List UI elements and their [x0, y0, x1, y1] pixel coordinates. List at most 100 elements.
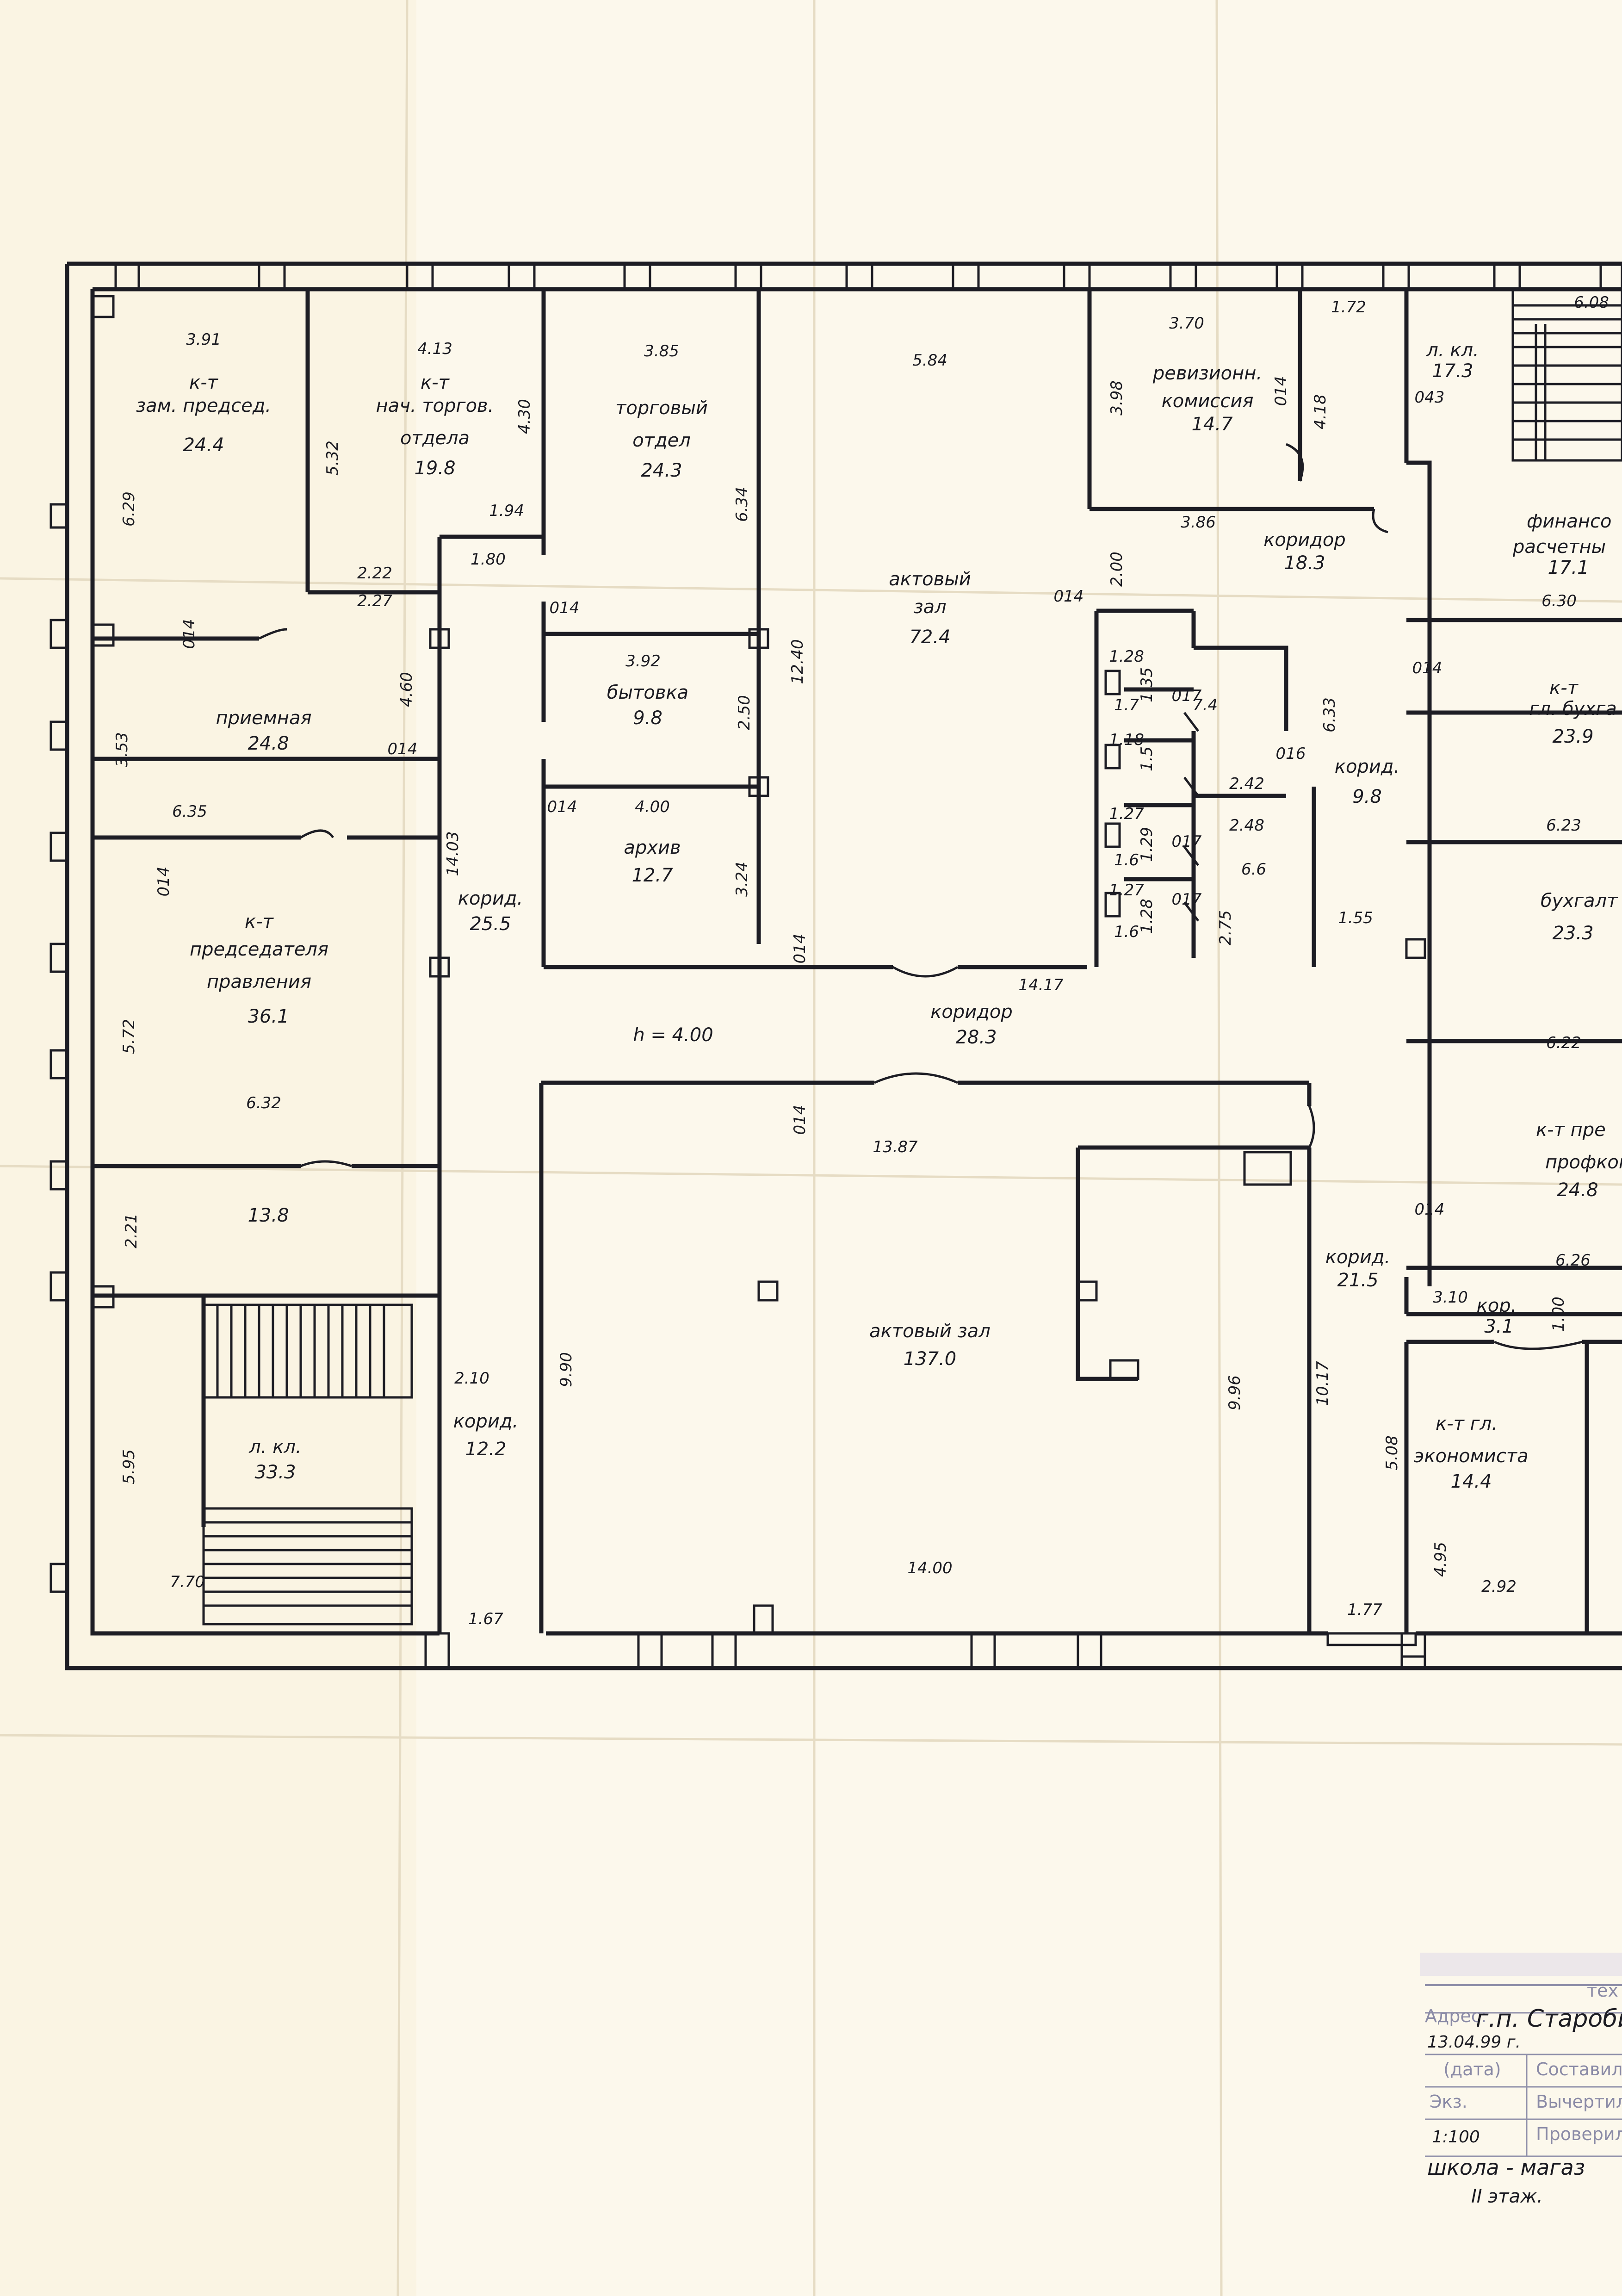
- dim: 014: [550, 599, 580, 617]
- room-small-area: 13.8: [248, 1205, 289, 1226]
- room-arhiv-height: 3.24: [733, 862, 751, 897]
- room-buh-gl-name-2: гл. бухга: [1529, 698, 1617, 720]
- dim: 014: [547, 798, 577, 816]
- dim: 1.29: [1138, 827, 1156, 862]
- dim: 1.28: [1138, 899, 1156, 934]
- title-drawn: Вычертил: [1536, 2091, 1622, 2112]
- dim: 4.95: [1431, 1542, 1450, 1577]
- room-arhiv-width: 4.00: [635, 798, 670, 816]
- room-buh-width: 6.23: [1546, 816, 1581, 835]
- room-econ-height: 5.08: [1383, 1435, 1401, 1471]
- room-torg-name-1: торговый: [615, 397, 708, 419]
- dim: 1.77: [1347, 1601, 1382, 1619]
- dim: 1.27: [1109, 881, 1144, 900]
- room-rev-width: 3.70: [1169, 314, 1204, 333]
- dim: 014: [1272, 376, 1290, 406]
- dim: 1.7: [1114, 696, 1139, 714]
- dim: 4.60: [397, 672, 416, 707]
- room-kor3-area: 3.1: [1484, 1316, 1514, 1337]
- dim: 1.55: [1338, 909, 1373, 927]
- room-pred-name-3: правления: [207, 971, 311, 993]
- dim: 017: [1172, 890, 1202, 909]
- dim: 1.35: [1138, 667, 1156, 702]
- misc-dimensions: 1.94 1.80 2.22 2.27 4.30 4.60 2.50 2.00 …: [155, 376, 1450, 1628]
- dim: 1.6: [1114, 851, 1139, 869]
- room-nach-area: 19.8: [414, 458, 455, 479]
- room-torg-area: 24.3: [641, 460, 682, 481]
- dim: 014: [180, 619, 198, 649]
- dim: 10.17: [1313, 1361, 1332, 1406]
- title-checked: Проверил: [1536, 2124, 1622, 2144]
- dim: 1.6: [1114, 923, 1139, 941]
- dim: 014: [1054, 587, 1084, 606]
- room-fin-area: 17.1: [1548, 557, 1589, 578]
- room-akt1-name-1: актовый: [889, 569, 971, 590]
- title-date: 13.04.99 г.: [1427, 2033, 1521, 2052]
- outer-walls: [50, 261, 1622, 1670]
- room-korid-wc-area: 9.8: [1352, 786, 1382, 807]
- room-econ-width: 2.92: [1481, 1577, 1517, 1596]
- room-rev-name-1: ревизионн.: [1152, 363, 1262, 384]
- room-akt2-area: 137.0: [904, 1348, 957, 1370]
- room-pred-height: 5.72: [120, 1019, 138, 1054]
- room-pred-width: 6.35: [172, 802, 207, 821]
- room-priem-height: 3.53: [113, 732, 131, 767]
- room-nach-width: 4.13: [417, 340, 452, 358]
- room-kor3-width: 3.10: [1433, 1288, 1468, 1307]
- dim: 014: [791, 934, 809, 964]
- dim: 1.27: [1109, 805, 1144, 823]
- room-lkl2-height: 5.95: [120, 1449, 138, 1484]
- dim: 1.28: [1109, 647, 1144, 666]
- room-prof-name-2: профком: [1545, 1152, 1622, 1173]
- room-nach-name-2: нач. торгов.: [376, 395, 494, 416]
- room-akt2-width: 14.00: [907, 1559, 952, 1577]
- dim: 13.87: [873, 1138, 918, 1156]
- room-rev-height: 3.98: [1108, 380, 1126, 416]
- dim: 9.96: [1226, 1375, 1244, 1410]
- dim: 014: [1415, 1200, 1445, 1219]
- room-kor3-name: кор.: [1477, 1295, 1517, 1316]
- room-econ-area: 14.4: [1450, 1471, 1492, 1492]
- room-small-width: 6.32: [246, 1094, 281, 1112]
- dim: 014: [388, 740, 418, 758]
- room-akt1-width: 5.84: [912, 351, 947, 370]
- floor-height-note: h = 4.00: [633, 1024, 713, 1046]
- room-kor3-height: 1.00: [1549, 1297, 1568, 1332]
- dim: 2.48: [1229, 816, 1264, 835]
- doors: [258, 443, 1583, 1350]
- room-pred-name-1: к-т: [245, 911, 274, 932]
- dim: 1.5: [1138, 746, 1156, 771]
- room-akt1-area: 72.4: [909, 627, 950, 648]
- room-rev-area: 14.7: [1191, 414, 1233, 435]
- title-date-label: (дата): [1443, 2059, 1501, 2079]
- room-byt-area: 9.8: [633, 707, 662, 729]
- room-akt1-height: 12.40: [788, 639, 807, 684]
- room-fin-name-2: расчетны: [1512, 536, 1606, 558]
- dim: 016: [1276, 745, 1306, 763]
- room-arhiv-area: 12.7: [631, 865, 673, 886]
- room-buh-gl-area: 23.9: [1552, 726, 1593, 747]
- room-pred-name-2: председателя: [190, 939, 328, 960]
- room-fin-width: 6.08: [1574, 293, 1609, 312]
- room-buh-area: 23.3: [1552, 923, 1593, 944]
- dim: 2.50: [735, 695, 754, 730]
- room-korid3-name: корид.: [453, 1411, 518, 1432]
- room-zam-area: 24.4: [183, 434, 224, 456]
- room-lkl1-area: 17.3: [1432, 360, 1473, 382]
- room-lkl2-area: 33.3: [254, 1462, 296, 1483]
- dim: 7.4: [1193, 696, 1218, 714]
- room-korid1-name: корид.: [458, 888, 523, 909]
- room-labels: 3.91 к-т зам. председ. 24.4 6.29 4.13 к-…: [113, 293, 1622, 1596]
- stairs-left: [202, 1303, 413, 1626]
- dim: 2.42: [1229, 775, 1264, 793]
- room-korid2-area: 21.5: [1337, 1270, 1378, 1291]
- room-korid3-width: 2.10: [454, 1369, 489, 1388]
- room-lkl1-width: 1.72: [1331, 298, 1366, 316]
- room-akt2-name: актовый зал: [869, 1321, 991, 1342]
- room-prof-width: 6.22: [1546, 1034, 1581, 1052]
- room-akt2-height: 9.90: [557, 1352, 576, 1387]
- dim: 014: [155, 867, 173, 897]
- room-buh-gl-width: 6.30: [1542, 592, 1577, 610]
- title-floor: II этаж.: [1471, 2186, 1543, 2207]
- room-prof-name-1: к-т пре: [1536, 1119, 1606, 1141]
